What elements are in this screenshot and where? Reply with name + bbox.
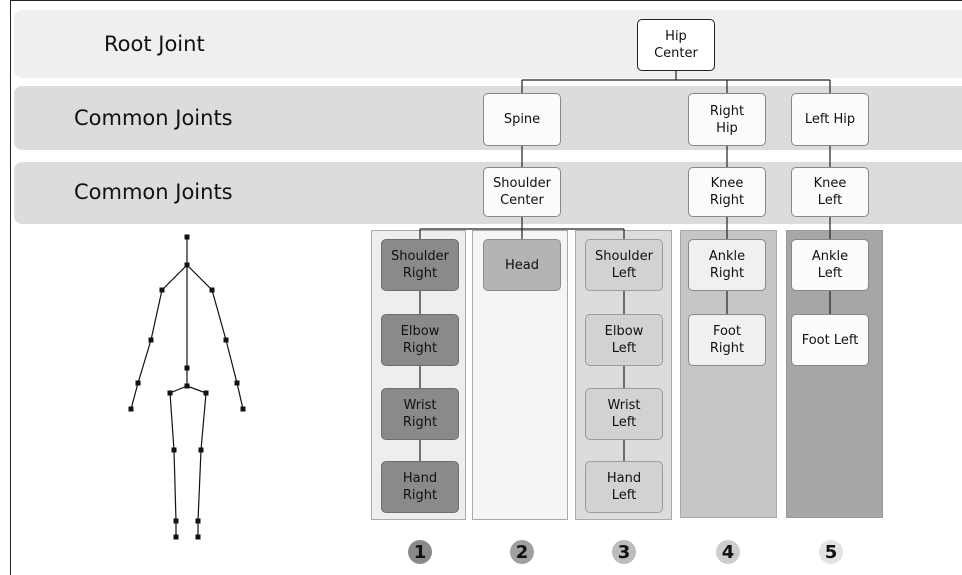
group-badge-2: 2 [510, 540, 534, 564]
node-elbow-left: Elbow Left [585, 314, 663, 366]
node-foot-right: Foot Right [688, 314, 766, 366]
node-left-hip: Left Hip [791, 93, 869, 146]
node-knee-right: Knee Right [688, 167, 766, 217]
group-badge-1: 1 [408, 540, 432, 564]
node-hand-right: Hand Right [381, 461, 459, 513]
group-badge-3: 3 [612, 540, 636, 564]
node-shoulder-center: Shoulder Center [483, 167, 561, 217]
row-label-common-joints-1: Common Joints [74, 106, 233, 130]
row-label-root-joint: Root Joint [104, 32, 205, 56]
node-foot-left: Foot Left [791, 314, 869, 366]
skeleton-joints [128, 234, 246, 540]
node-shoulder-right: Shoulder Right [381, 239, 459, 291]
node-spine: Spine [483, 93, 561, 146]
group-badge-5: 5 [819, 540, 843, 564]
node-knee-left: Knee Left [791, 167, 869, 217]
diagram-frame [10, 0, 962, 575]
node-shoulder-left: Shoulder Left [585, 239, 663, 291]
node-hand-left: Hand Left [585, 461, 663, 513]
group-badge-4: 4 [716, 540, 740, 564]
row-root-joint: Root Joint [14, 10, 962, 78]
node-wrist-right: Wrist Right [381, 388, 459, 440]
node-hip-center: Hip Center [637, 19, 715, 71]
node-head: Head [483, 239, 561, 291]
node-right-hip: Right Hip [688, 93, 766, 146]
row-label-common-joints-2: Common Joints [74, 180, 233, 204]
node-ankle-left: Ankle Left [791, 239, 869, 291]
node-ankle-right: Ankle Right [688, 239, 766, 291]
node-elbow-right: Elbow Right [381, 314, 459, 366]
node-wrist-left: Wrist Left [585, 388, 663, 440]
